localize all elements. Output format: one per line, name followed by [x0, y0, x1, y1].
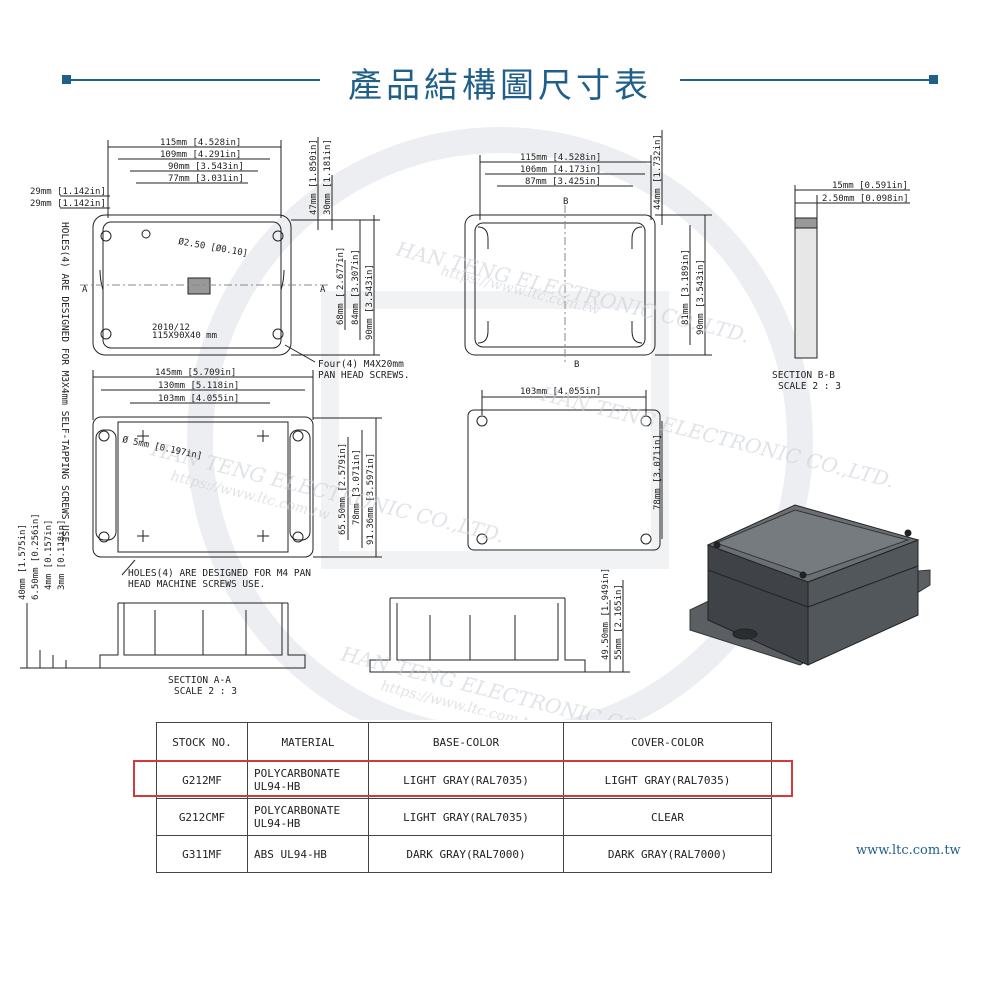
dim-text: 78mm [3.071in]: [653, 434, 663, 510]
dim-text: 145mm [5.709in]: [155, 368, 236, 378]
dim-text: 3mm [0.118in]: [57, 520, 67, 590]
section-mark-a-right: A: [320, 285, 326, 295]
dim-text: 84mm [3.307in]: [351, 249, 361, 325]
dim-text: 77mm [3.031in]: [168, 174, 244, 184]
material-line: UL94-HB: [254, 780, 301, 793]
header-right-rule: [680, 79, 930, 81]
col-header: COVER-COLOR: [563, 722, 772, 762]
section-a-caption: SECTION A-A: [168, 675, 231, 686]
section-mark-b-bottom: B: [574, 360, 579, 370]
side-note-holes: HOLES(4) ARE DESIGNED FOR M3X4mm SELF-TA…: [59, 222, 70, 548]
watermark-company-3: HAN TENG ELECTRONIC CO.,LTD.: [538, 381, 897, 492]
dim-text: 81mm [3.189in]: [681, 249, 691, 325]
dim-text: 103mm [4.055in]: [520, 387, 601, 397]
enclosure-3d-render: [689, 504, 931, 666]
dim-text: 6.50mm [0.256in]: [31, 513, 41, 600]
cell-cover-color: DARK GRAY(RAL7000): [563, 835, 772, 873]
cell-stock: G311MF: [156, 835, 248, 873]
bottom-view-flange: [92, 370, 382, 576]
header-right-square: [929, 75, 938, 84]
cell-material: ABS UL94-HB: [247, 835, 369, 873]
hole-note-2: HEAD MACHINE SCREWS USE.: [128, 579, 265, 590]
header-left-square: [62, 75, 71, 84]
section-mark-a-left: A: [82, 285, 88, 295]
dim-text: 29mm [1.142in]: [30, 187, 106, 197]
dim-text: 15mm [0.591in]: [832, 181, 908, 191]
dim-text: 2.50mm [0.098in]: [822, 194, 909, 204]
material-line: POLYCARBONATE: [254, 767, 341, 780]
dim-text: 47mm [1.850in]: [309, 139, 319, 215]
dim-text: 55mm [2.165in]: [614, 584, 624, 660]
section-b-scale: SCALE 2 : 3: [778, 381, 841, 392]
screw-note-1: Four(4) M4X20mm: [318, 359, 404, 370]
top-view-base: [464, 130, 712, 365]
dim-text: 68mm [: [336, 292, 346, 325]
dim-text: 90mm [3.543in]: [365, 264, 375, 340]
section-mark-b-top: B: [563, 197, 568, 207]
hole-diameter-label: Ø2.50 [Ø0.10]: [177, 236, 248, 259]
spec-table: STOCK NO. MATERIAL BASE-COLOR COVER-COLO…: [156, 722, 772, 873]
section-base: [369, 580, 630, 673]
table-header-row: STOCK NO. MATERIAL BASE-COLOR COVER-COLO…: [156, 722, 772, 762]
dim-text: 90mm [3.543in]: [168, 162, 244, 172]
dim-text: 130mm [5.118in]: [158, 381, 239, 391]
cell-cover-color: CLEAR: [563, 798, 772, 836]
dim-text: 40mm [1.575in]: [18, 524, 28, 600]
top-view-lid: [60, 137, 380, 363]
dim-text: 87mm [3.425in]: [525, 177, 601, 187]
header-left-rule: [70, 79, 320, 81]
page-header: 產品結構圖尺寸表: [0, 50, 1000, 110]
dim-text: 2.677in]: [336, 247, 346, 290]
cell-stock: G212CMF: [156, 798, 248, 836]
col-header: MATERIAL: [247, 722, 369, 762]
col-header: BASE-COLOR: [368, 722, 564, 762]
dim-text: 115mm [4.528in]: [520, 153, 601, 163]
bottom-view-base: [467, 390, 663, 551]
dim-text: 29mm [1.142in]: [30, 199, 106, 209]
dim-text: 91.36mm [3.597in]: [366, 453, 376, 545]
dim-text: 103mm [4.055in]: [158, 394, 239, 404]
row-highlight-box: [133, 760, 793, 797]
section-b-caption: SECTION B-B: [772, 370, 835, 381]
cell-cover-color: LIGHT GRAY(RAL7035): [563, 761, 772, 799]
section-a-scale: SCALE 2 : 3: [174, 686, 237, 697]
table-row: G311MF ABS UL94-HB DARK GRAY(RAL7000) DA…: [156, 835, 772, 873]
dim-text: 78mm [3.071in]: [352, 449, 362, 525]
dim-text: 106mm [4.173in]: [520, 165, 601, 175]
dim-text: 4mm [0.157in]: [44, 520, 54, 590]
website-url: www.ltc.com.tw: [856, 843, 961, 858]
cell-base-color: DARK GRAY(RAL7000): [368, 835, 564, 873]
dim-text: 90mm [3.543in]: [696, 259, 706, 335]
page-title: 產品結構圖尺寸表: [348, 66, 652, 106]
section-a-a: [20, 602, 306, 669]
dim-text: 109mm [4.291in]: [160, 150, 241, 160]
hole-note-1: HOLES(4) ARE DESIGNED FOR M4 PAN: [128, 568, 311, 579]
screw-note-2: PAN HEAD SCREWS.: [318, 370, 410, 381]
dim-text: 65.50mm [2.579in]: [338, 443, 348, 535]
technical-drawing: HAN TENG ELECTRONIC CO.,LTD. https://www…: [18, 127, 931, 720]
material-line: UL94-HB: [254, 817, 301, 830]
dim-text: 44mm [1.732in]: [653, 134, 663, 210]
section-b-b: [794, 185, 910, 359]
material-line: POLYCARBONATE: [254, 804, 341, 817]
dim-text: 115mm [4.528in]: [160, 138, 241, 148]
lid-date-label: 2010/12: [152, 323, 190, 333]
col-header: STOCK NO.: [156, 722, 248, 762]
dim-text: 49.50mm [1.949in]: [601, 568, 611, 660]
lid-size-label: 115X90X40 mm: [152, 331, 217, 341]
dim-text: 30mm [1.181in]: [323, 139, 333, 215]
cell-base-color: LIGHT GRAY(RAL7035): [368, 798, 564, 836]
